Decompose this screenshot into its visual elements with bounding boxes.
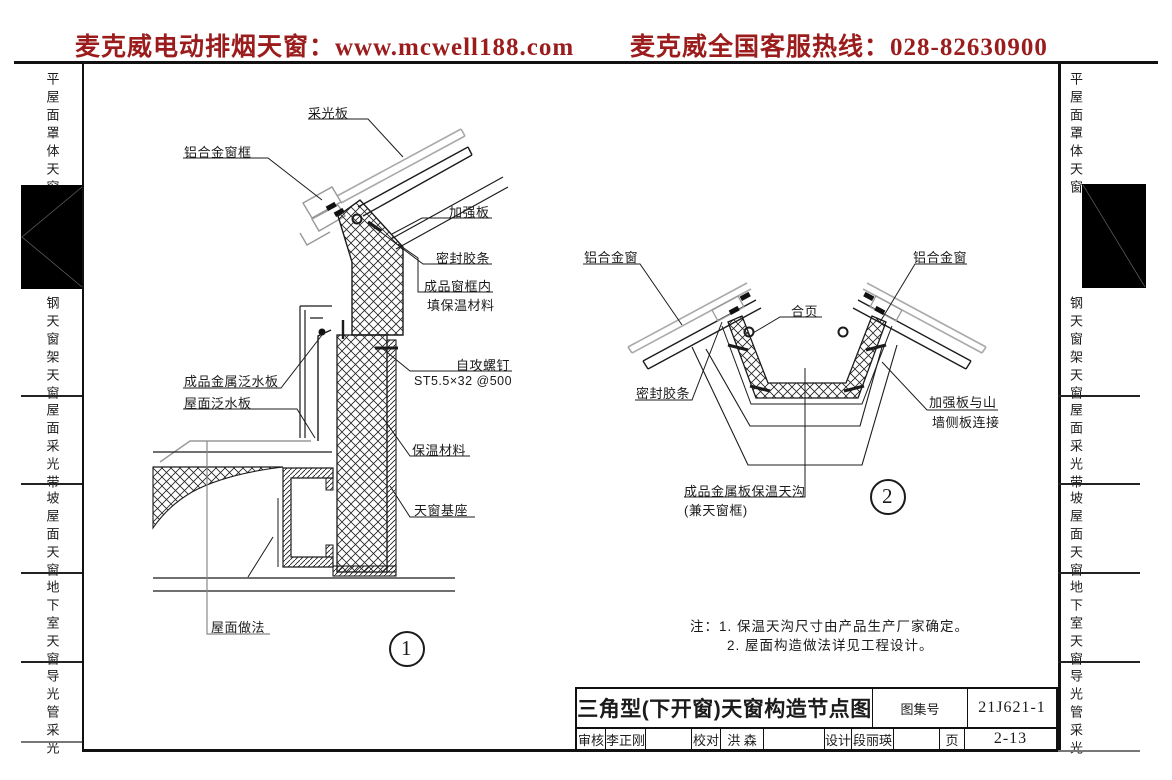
reviewer-label: 审核 [577, 732, 604, 748]
checker-label: 校对 [691, 729, 720, 749]
atlas-no-label: 图集号 [872, 689, 967, 727]
sidebar-item-roof-lighting-band: 屋面采光带 [1068, 403, 1083, 493]
drawing-title: 三角型(下开窗)天窗构造节点图 [577, 698, 872, 721]
note-line-1: 注：1. 保温天沟尺寸由产品生产厂家确定。 [690, 619, 970, 634]
label-roof-construction: 屋面做法 [211, 620, 266, 635]
sidebar-item-steel-frame: 钢天窗架天窗 [1068, 296, 1083, 404]
label-aluminum-window-right: 铝合金窗 [913, 250, 968, 265]
label-aluminum-window-left: 铝合金窗 [584, 250, 639, 265]
label-frame-infill-2: 填保温材料 [427, 298, 495, 313]
top-rule [14, 61, 1158, 64]
note-line-2: 2. 屋面构造做法详见工程设计。 [727, 638, 934, 653]
reviewer-signature [645, 729, 691, 749]
page-no-value: 2-13 [964, 729, 1056, 749]
title-block: 三角型(下开窗)天窗构造节点图 图集号 21J621-1 审核 李正刚 校对 洪… [575, 687, 1058, 751]
sidebar-tab-marker [21, 185, 82, 289]
sidebar-item-steel-frame: 钢天窗架天窗 [44, 296, 60, 404]
detail-1-number: 1 [401, 636, 412, 660]
sidebar-item-basement: 地下室天窗 [44, 580, 60, 670]
label-seal-strip: 密封胶条 [436, 251, 491, 266]
designer-label: 设计 [824, 729, 851, 749]
label-stiffener-plate: 加强板 [449, 205, 490, 220]
sidebar-item-sloped-roof: 坡屋面天窗 [1068, 491, 1083, 581]
sidebar-item-flat-roof-cover: 平屋面罩体天窗 [44, 72, 60, 198]
reviewer-name: 李正刚 [605, 729, 645, 749]
sidebar-item-sloped-roof: 坡屋面天窗 [44, 491, 60, 581]
sidebar-item-light-tube: 导光管采光 [1068, 669, 1083, 759]
label-screw-2: ST5.5×32 @500 [414, 374, 513, 388]
label-glazing-panel: 采光板 [308, 106, 349, 121]
label-aluminum-frame: 铝合金窗框 [184, 145, 252, 160]
sidebar-item-flat-roof-cover: 平屋面罩体天窗 [1068, 72, 1083, 198]
vendor-header-right: 麦克威全国客服热线：028-82630900 [630, 34, 1048, 61]
label-stiffener-gable-1: 加强板与山 [929, 395, 997, 410]
label-skylight-base: 天窗基座 [414, 503, 469, 518]
detail-2-number: 2 [882, 484, 893, 508]
label-insulation: 保温材料 [412, 443, 467, 458]
designer-signature [893, 729, 939, 749]
label-insulated-gutter-1: 成品金属板保温天沟 [684, 484, 806, 499]
designer-name: 段丽瑛 [851, 729, 893, 749]
checker-name: 洪 森 [720, 729, 763, 749]
label-frame-infill-1: 成品窗框内 [424, 279, 492, 294]
label-hinge: 合页 [791, 304, 819, 319]
page-label: 页 [939, 729, 964, 749]
label-screw-1: 自攻螺钉 [456, 358, 511, 373]
sidebar-item-roof-lighting-band: 屋面采光带 [44, 403, 60, 493]
sidebar-item-light-tube: 导光管采光 [44, 669, 60, 759]
sidebar-tab-marker [1082, 184, 1146, 288]
drawing-frame [82, 63, 1061, 752]
atlas-no-value: 21J621-1 [967, 689, 1056, 727]
vendor-header-left: 麦克威电动排烟天窗：www.mcwell188.com [75, 34, 575, 61]
sidebar-item-basement: 地下室天窗 [1068, 580, 1083, 670]
label-stiffener-gable-2: 墙侧板连接 [932, 415, 1000, 430]
label-seal-strip-2: 密封胶条 [636, 386, 691, 401]
label-metal-flashing: 成品金属泛水板 [184, 374, 279, 389]
label-roof-flashing: 屋面泛水板 [184, 396, 252, 411]
label-insulated-gutter-2: (兼天窗框) [684, 503, 748, 518]
checker-signature [763, 729, 824, 749]
